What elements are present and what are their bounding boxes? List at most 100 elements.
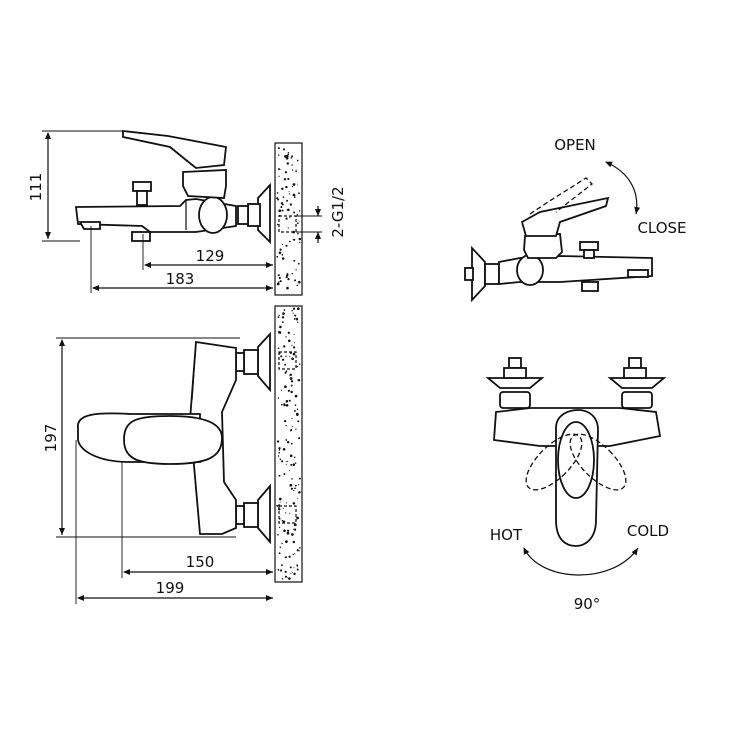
wall-speck: [280, 569, 283, 572]
dim-label-150: 150: [186, 553, 215, 571]
wall-speck: [288, 399, 291, 402]
pipe-inlet-upper: [278, 351, 297, 370]
wall-speck: [295, 428, 297, 430]
wall-speck: [278, 175, 280, 177]
wall-speck: [279, 280, 282, 283]
wall-speck: [283, 419, 287, 423]
wall-speck: [297, 498, 299, 500]
wall-speck: [287, 151, 290, 154]
wall-speck: [283, 309, 286, 311]
wall-speck: [286, 529, 290, 532]
wall-speck: [276, 440, 280, 443]
pipe-inlet-lower: [278, 505, 297, 524]
wall-speck: [284, 570, 287, 573]
wall-speck: [292, 307, 296, 310]
wall-speck: [285, 336, 287, 338]
wall-speck: [285, 355, 287, 357]
wall-speck: [289, 454, 293, 458]
wall-speck: [293, 333, 295, 336]
wall-speck: [294, 528, 297, 531]
wall-speck: [295, 412, 299, 416]
wall-speck: [291, 309, 293, 312]
wall-speck: [278, 451, 281, 454]
wall-speck: [297, 484, 300, 486]
wall-speck: [285, 185, 288, 189]
wall-speck: [286, 209, 289, 211]
inlet-right-nut: [623, 367, 647, 379]
wall-speck: [290, 428, 293, 432]
wall-speck: [277, 534, 279, 536]
cold-label: COLD: [627, 522, 669, 540]
escutcheon-right-top: [607, 377, 667, 389]
wall-speck: [279, 501, 281, 503]
wall-speck: [277, 316, 280, 318]
wall-speck: [288, 470, 290, 472]
wall-speck: [296, 566, 298, 568]
wall-speck: [281, 321, 284, 323]
wall-speck: [289, 216, 291, 218]
wall-speck: [276, 197, 279, 200]
body-cylinder: [198, 196, 228, 234]
wall-speck: [283, 473, 286, 476]
wall-speck: [278, 168, 280, 171]
wall-speck: [292, 238, 295, 241]
inlet-left-nut: [503, 367, 527, 379]
wall-speck: [287, 153, 290, 156]
wall-speck: [281, 519, 284, 522]
wall-speck: [298, 280, 301, 284]
dim-label-111: 111: [27, 173, 45, 202]
wall-speck: [285, 154, 289, 158]
wall-speck: [291, 185, 294, 188]
cartridge: [182, 169, 227, 199]
wall-speck: [287, 277, 290, 281]
lever-handle: [122, 129, 227, 169]
wall-speck: [277, 147, 280, 150]
wall-speck: [297, 379, 301, 382]
wall-speck: [298, 210, 301, 212]
wall-speck: [276, 223, 279, 226]
wall-speck: [285, 276, 288, 279]
wall-speck: [283, 178, 287, 181]
wall-speck: [286, 274, 289, 277]
wall-speck: [281, 253, 284, 256]
wall-speck: [297, 420, 300, 423]
wall-speck: [292, 352, 296, 356]
escutcheon-left-top: [485, 377, 545, 389]
dim-label-thread: 2-G1/2: [329, 186, 347, 237]
wall-speck: [279, 458, 282, 461]
dim-label-199: 199: [156, 579, 185, 597]
wall-speck: [290, 487, 294, 490]
wall-speck: [285, 400, 289, 403]
wall-speck: [284, 148, 286, 150]
wall-speck: [278, 276, 281, 280]
lever-edge: [185, 159, 197, 169]
nut-upper-inner: [235, 352, 245, 372]
wall-speck: [292, 553, 294, 556]
wall-speck: [296, 222, 299, 225]
spout-outlet: [78, 221, 101, 230]
wall-speck: [278, 281, 280, 283]
wall-speck: [279, 332, 282, 334]
wall-speck: [283, 345, 286, 348]
wall-speck: [285, 502, 287, 504]
diverter-stem: [136, 190, 148, 206]
wall-speck: [284, 363, 287, 366]
wall-speck: [278, 497, 282, 501]
wall-speck: [289, 203, 293, 206]
wall-speck: [285, 370, 288, 373]
wall-speck: [293, 456, 296, 459]
wall-speck: [294, 553, 296, 555]
escutcheon-lower: [257, 483, 271, 545]
wall-speck: [296, 408, 299, 411]
wall-speck: [292, 312, 294, 314]
wall-speck: [284, 575, 287, 578]
dim-label-129: 129: [196, 247, 225, 265]
nut: [247, 203, 261, 227]
wall-speck: [281, 460, 284, 463]
wall-speck: [276, 255, 279, 258]
wall-speck: [289, 566, 292, 569]
wall-speck: [278, 552, 281, 555]
wall-speck: [290, 463, 293, 466]
wall-speck: [278, 474, 281, 477]
